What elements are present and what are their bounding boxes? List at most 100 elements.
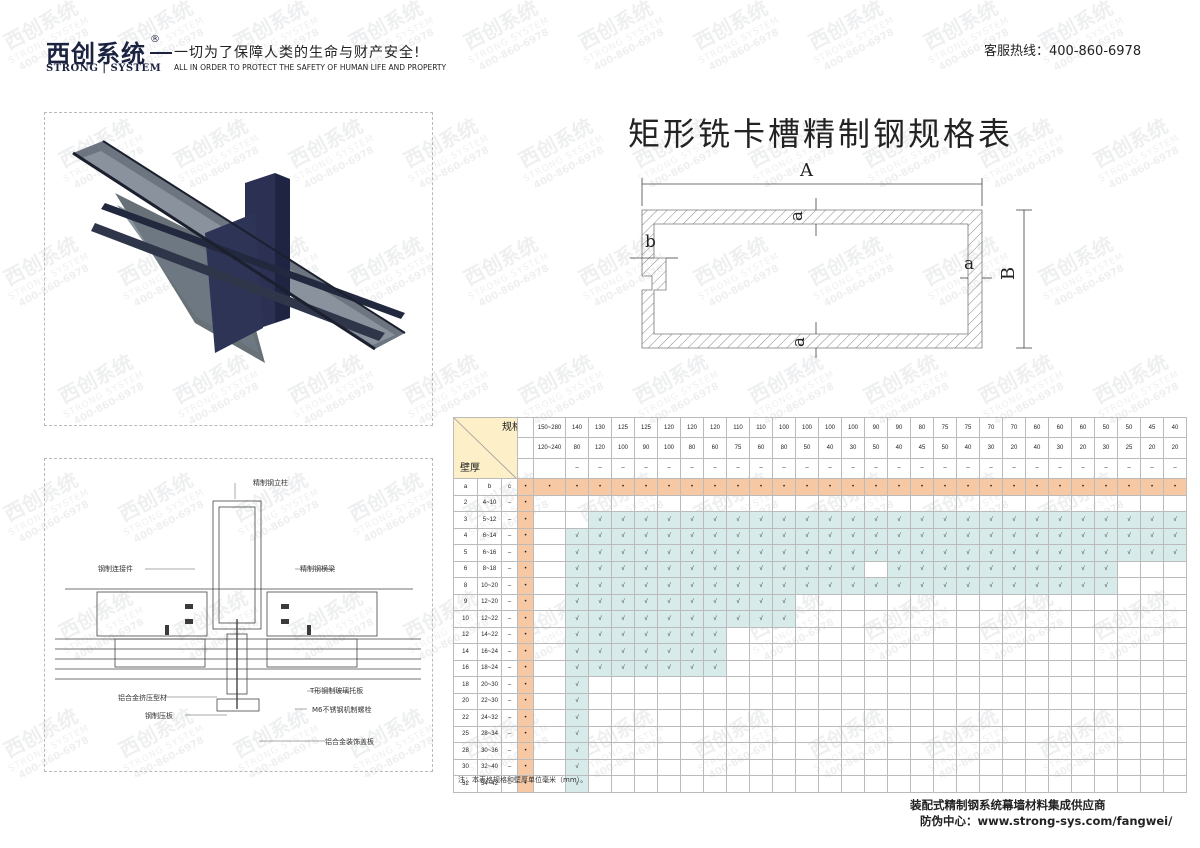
empty-cell	[772, 742, 796, 760]
empty-cell	[818, 742, 842, 760]
check-cell: √	[611, 560, 635, 578]
empty-cell	[533, 494, 566, 512]
empty-cell	[1025, 659, 1049, 677]
table-header-cell: –	[772, 457, 796, 480]
table-header-cell: 50	[1094, 416, 1118, 439]
empty-cell	[588, 494, 612, 512]
dim-B: B	[998, 266, 1020, 281]
check-cell: √	[795, 544, 819, 562]
dot-cell: •	[1025, 478, 1049, 496]
dot-cell: •	[956, 478, 980, 496]
table-header-cell: 60	[1071, 416, 1095, 439]
empty-cell	[726, 709, 750, 727]
empty-cell	[533, 560, 566, 578]
empty-cell	[1140, 725, 1164, 743]
check-cell: √	[565, 560, 589, 578]
check-cell: √	[680, 560, 704, 578]
check-cell: √	[1140, 544, 1164, 562]
empty-cell	[657, 742, 681, 760]
empty-cell	[1094, 758, 1118, 776]
empty-cell	[910, 626, 934, 644]
empty-cell	[1048, 610, 1072, 628]
cell-b: 6~16	[477, 544, 502, 562]
empty-cell	[1163, 742, 1187, 760]
check-cell: √	[1048, 527, 1072, 545]
check-cell: √	[818, 560, 842, 578]
empty-cell	[956, 610, 980, 628]
header-key-cell	[517, 437, 534, 459]
check-cell: √	[1117, 511, 1141, 529]
table-header-cell: –	[726, 457, 750, 480]
dot-cell: •	[1094, 478, 1118, 496]
empty-cell	[841, 494, 865, 512]
dot-cell: •	[565, 478, 589, 496]
check-cell: √	[565, 709, 589, 727]
empty-cell	[726, 758, 750, 776]
dot-cell: •	[517, 758, 534, 776]
check-cell: √	[565, 725, 589, 743]
empty-cell	[588, 775, 612, 793]
cell-a: 20	[453, 692, 478, 710]
label-t-bracket: T形钢制玻璃托板	[310, 687, 364, 695]
check-cell: √	[772, 577, 796, 595]
cell-c: –	[501, 527, 518, 545]
cell-b: 30~36	[477, 742, 502, 760]
table-header-cell: –	[933, 457, 957, 480]
check-cell: √	[1048, 511, 1072, 529]
empty-cell	[726, 742, 750, 760]
check-cell: √	[634, 577, 658, 595]
empty-cell	[1163, 494, 1187, 512]
table-header-cell: –	[956, 457, 980, 480]
empty-cell	[772, 758, 796, 776]
empty-cell	[1140, 610, 1164, 628]
slogan-english: ALL IN ORDER TO PROTECT THE SAFETY OF HU…	[174, 63, 447, 72]
check-cell: √	[795, 527, 819, 545]
table-header-cell: 20	[1071, 437, 1095, 459]
cell-c: –	[501, 692, 518, 710]
check-cell: √	[1048, 560, 1072, 578]
brand-english: STRONG | SYSTEM	[46, 63, 162, 74]
empty-cell	[726, 692, 750, 710]
label-steel-plate: 钢制压板	[145, 712, 173, 720]
empty-cell	[1117, 775, 1141, 793]
empty-cell	[933, 742, 957, 760]
empty-cell	[1025, 758, 1049, 776]
cell-c: –	[501, 511, 518, 529]
table-header-cell: 110	[726, 416, 750, 439]
check-cell: √	[680, 527, 704, 545]
empty-cell	[841, 692, 865, 710]
table-header-cell: 40	[818, 437, 842, 459]
dot-cell: •	[818, 478, 842, 496]
empty-cell	[772, 626, 796, 644]
empty-cell	[726, 676, 750, 694]
table-header-cell: 120	[680, 416, 704, 439]
check-cell: √	[611, 527, 635, 545]
empty-cell	[956, 494, 980, 512]
empty-cell	[864, 494, 888, 512]
empty-cell	[933, 643, 957, 661]
footer-anti-fake-link[interactable]: 防伪中心：www.strong-sys.com/fangwei/	[920, 814, 1173, 828]
empty-cell	[657, 758, 681, 776]
empty-cell	[533, 676, 566, 694]
empty-cell	[634, 725, 658, 743]
check-cell: √	[772, 610, 796, 628]
check-cell: √	[611, 577, 635, 595]
empty-cell	[680, 725, 704, 743]
empty-cell	[772, 659, 796, 677]
empty-cell	[864, 742, 888, 760]
check-cell: √	[657, 511, 681, 529]
corner-spec-label: 规格	[502, 422, 517, 433]
check-cell: √	[634, 610, 658, 628]
table-header-cell: –	[634, 457, 658, 480]
empty-cell	[533, 626, 566, 644]
cell-c: –	[501, 725, 518, 743]
section-detail-frame	[44, 458, 433, 772]
empty-cell	[1163, 692, 1187, 710]
empty-cell	[979, 593, 1003, 611]
empty-cell	[634, 494, 658, 512]
dot-cell: •	[657, 478, 681, 496]
cell-a: 2	[453, 494, 478, 512]
dot-cell: •	[703, 478, 727, 496]
